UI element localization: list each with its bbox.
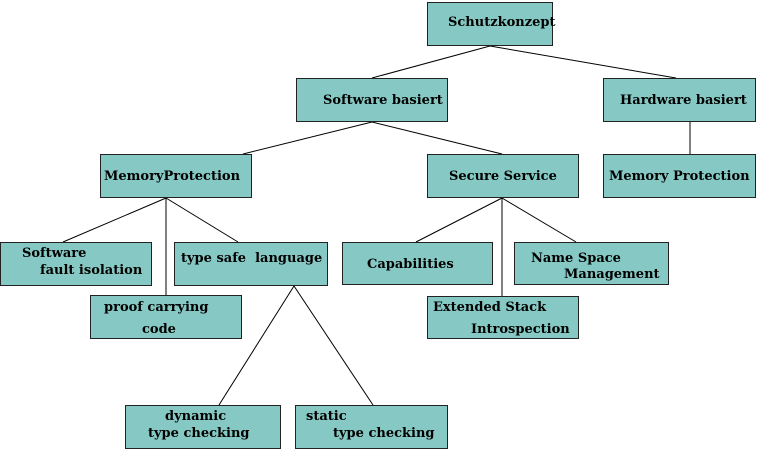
node-label: Secure Service [449,169,557,184]
node-label-line2: type checking [148,426,250,441]
node-capabilities: Capabilities [342,242,493,285]
node-secure-service: Secure Service [427,154,579,198]
node-label: Memory Protection [609,169,750,184]
node-software-basiert: Software basiert [296,78,448,122]
edge-secure-capabilities [415,197,503,243]
node-label: Schutzkonzept [448,15,556,30]
edge-secure-namespace [501,197,577,243]
edge-root-hardware [489,45,677,79]
node-label: type safe language [181,251,323,266]
node-dynamic-type-checking: dynamic type checking [125,405,281,449]
node-label-line1: Name Space [531,251,621,266]
node-label-line1: static [306,409,347,424]
node-label-line2: fault isolation [40,263,143,278]
node-label: Hardware basiert [620,93,747,108]
edge-memprot-sfi [62,197,167,243]
edge-typesafe-dynamic [218,285,295,406]
node-memoryprotection: MemoryProtection [100,154,252,198]
edge-software-secure [371,121,503,155]
edge-root-software [371,45,491,79]
node-label-line2: code [142,322,176,337]
node-label-line2: Introspection [471,322,570,337]
edge-memprot-typesafe [165,197,239,243]
node-label-line1: Software [22,246,87,261]
node-extended-stack-introspection: Extended Stack Introspection [427,296,579,339]
node-proof-carrying-code: proof carrying code [90,295,242,339]
node-label: Software basiert [323,93,443,108]
node-type-safe-language: type safe language [174,242,328,286]
node-label-line2: Management [564,267,660,282]
node-hardware-basiert: Hardware basiert [603,78,756,122]
node-static-type-checking: static type checking [295,405,448,449]
node-label-line1: dynamic [165,409,227,424]
node-label-line2: type checking [333,426,435,441]
node-label-line1: Extended Stack [433,300,547,315]
node-name-space-management: Name Space Management [514,242,669,285]
node-software-fault-isolation: Software fault isolation [0,242,152,286]
node-label: MemoryProtection [104,169,241,184]
node-label-line1: proof carrying [104,300,209,315]
node-hw-memory-protection: Memory Protection [603,154,756,198]
node-schutzkonzept: Schutzkonzept [427,2,556,46]
node-label: Capabilities [367,257,454,272]
edge-typesafe-static [293,285,374,406]
edge-software-memprot [242,121,373,155]
